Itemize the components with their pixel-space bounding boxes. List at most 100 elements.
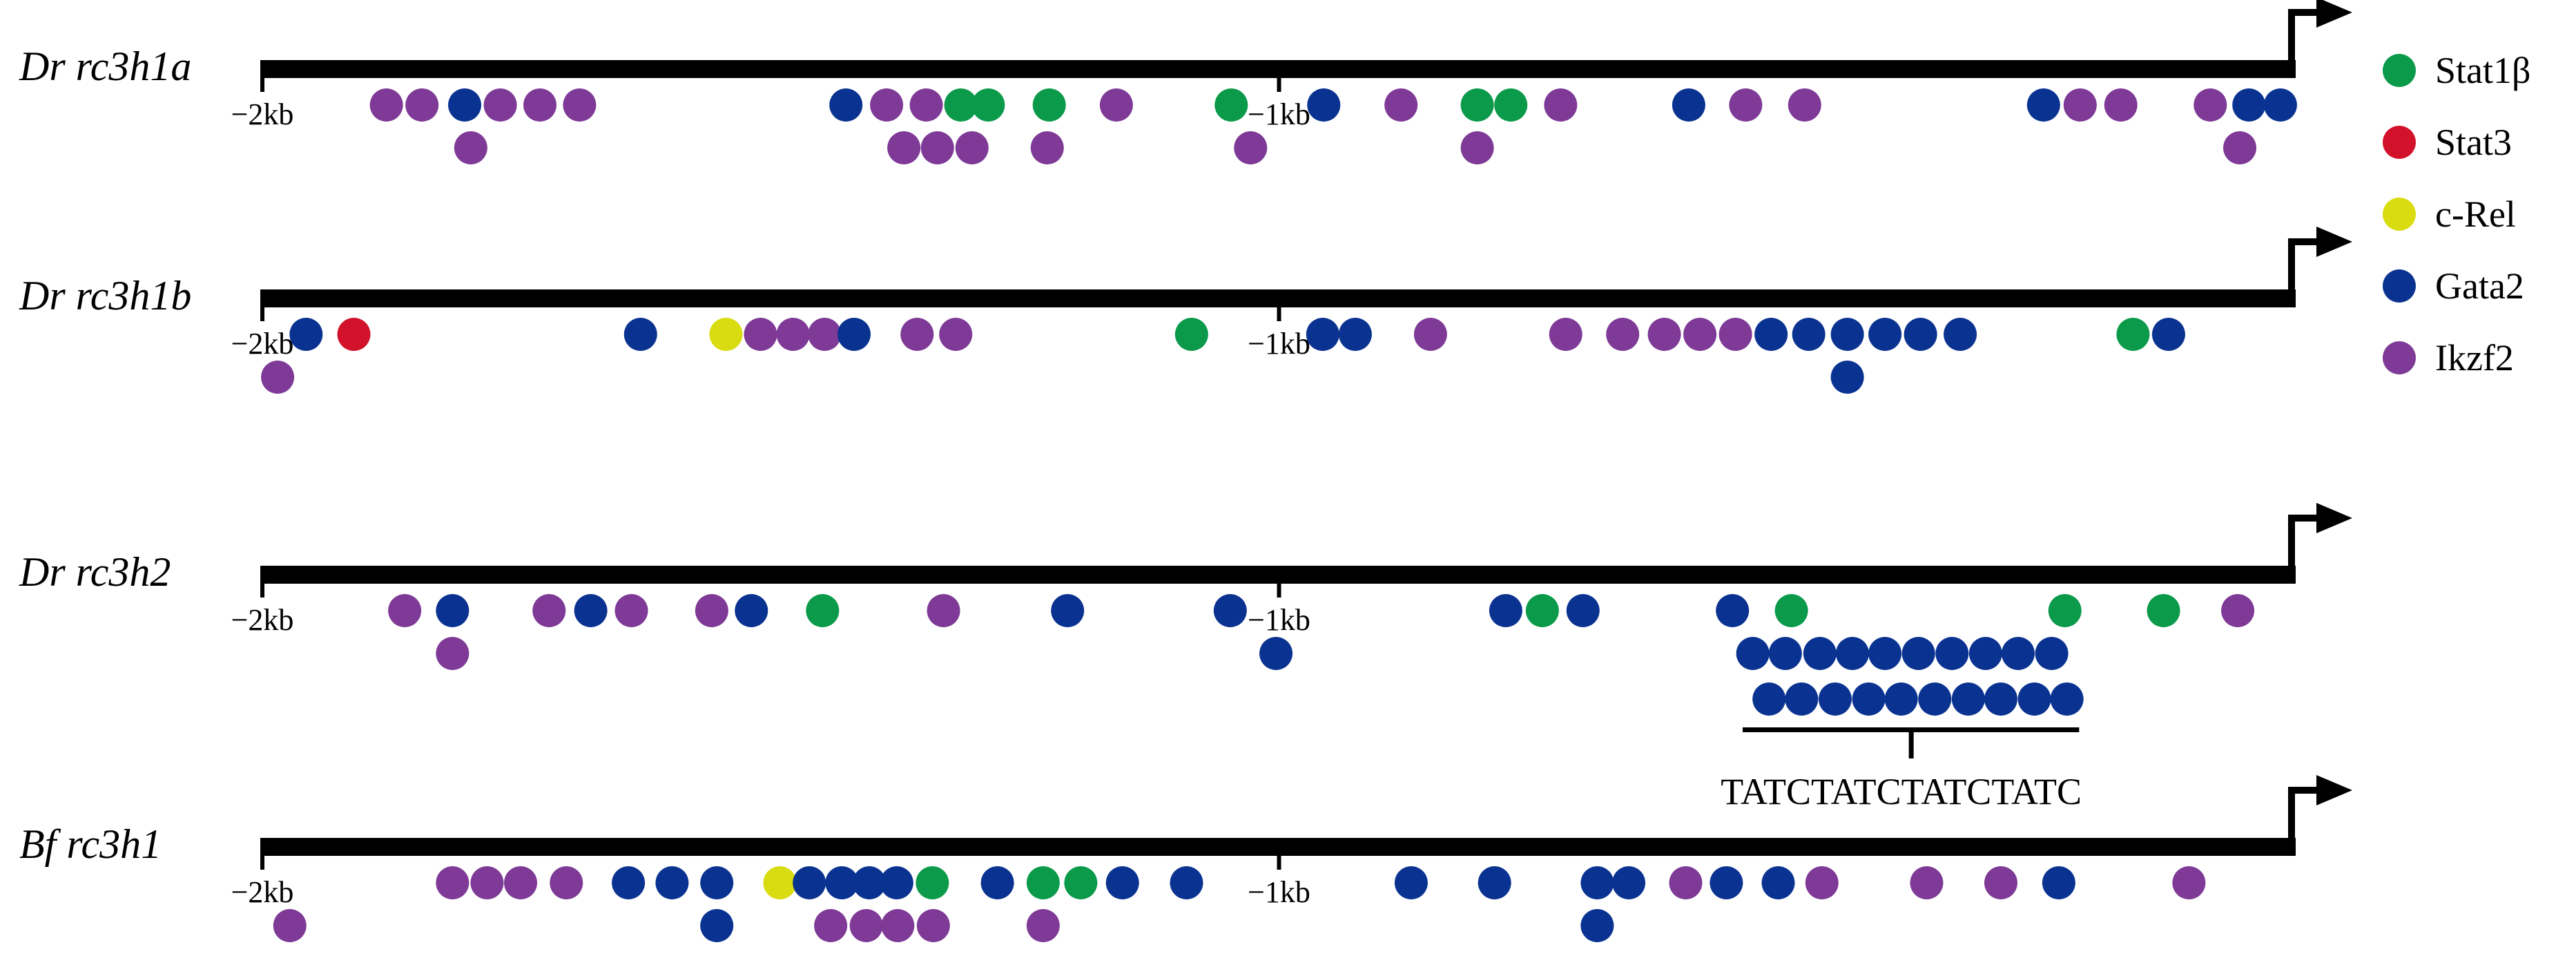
binding-site-gata2 — [1566, 594, 1600, 627]
binding-site-ikzf2 — [1729, 88, 1763, 122]
binding-site-gata2 — [1918, 682, 1952, 716]
binding-site-gata2 — [1051, 594, 1085, 627]
binding-site-gata2 — [1105, 866, 1139, 899]
binding-site-ikzf2 — [1234, 131, 1268, 164]
binding-site-ikzf2 — [1026, 909, 1060, 942]
binding-site-gata2 — [1835, 637, 1869, 670]
binding-site-gata2 — [1489, 594, 1522, 627]
binding-site-ikzf2 — [1544, 88, 1578, 122]
binding-site-ikzf2 — [532, 594, 566, 627]
binding-site-stat1b — [1460, 88, 1494, 122]
binding-site-ikzf2 — [1384, 88, 1418, 122]
binding-site-gata2 — [1612, 866, 1646, 899]
binding-site-stat1b — [1525, 594, 1559, 627]
binding-site-gata2 — [1830, 318, 1864, 351]
legend-swatch-c-rel — [2383, 198, 2416, 231]
binding-site-stat3 — [337, 318, 371, 351]
binding-site-ikzf2 — [920, 131, 954, 164]
binding-site-gata2 — [2042, 866, 2075, 899]
binding-site-ikzf2 — [454, 131, 487, 164]
binding-site-ikzf2 — [550, 866, 583, 899]
repeat-bracket-stem — [1908, 729, 1914, 758]
binding-site-gata2 — [1935, 637, 1969, 670]
binding-site-gata2 — [825, 866, 859, 899]
binding-site-gata2 — [2232, 88, 2266, 122]
binding-site-ikzf2 — [2223, 131, 2257, 164]
binding-site-stat1b — [1774, 594, 1808, 627]
binding-site-ikzf2 — [814, 909, 848, 942]
binding-site-gata2 — [1901, 637, 1935, 670]
binding-site-ikzf2 — [1718, 318, 1752, 351]
binding-site-stat1b — [2048, 594, 2082, 627]
tick-label: −2kb — [231, 875, 294, 909]
gene-name: Dr rc3h2 — [19, 549, 171, 595]
binding-site-gata2 — [793, 866, 826, 899]
binding-site-ikzf2 — [436, 637, 469, 670]
binding-site-gata2 — [1904, 318, 1937, 351]
binding-site-gata2 — [1884, 682, 1918, 716]
binding-site-ikzf2 — [909, 88, 943, 122]
binding-site-gata2 — [1984, 682, 2017, 716]
binding-site-gata2 — [2017, 682, 2051, 716]
legend-label: Ikzf2 — [2435, 337, 2514, 379]
binding-site-gata2 — [1754, 318, 1788, 351]
binding-site-stat1b — [944, 88, 978, 122]
binding-site-gata2 — [1761, 866, 1795, 899]
binding-site-gata2 — [1785, 682, 1819, 716]
binding-site-stat1b — [1214, 88, 1248, 122]
binding-site-ikzf2 — [504, 866, 538, 899]
binding-site-ikzf2 — [405, 88, 439, 122]
tick-label: −2kb — [231, 97, 294, 131]
binding-site-ikzf2 — [1788, 88, 1821, 122]
binding-site-ikzf2 — [261, 361, 295, 394]
tick-label: −2kb — [231, 327, 294, 361]
binding-site-gata2 — [1170, 866, 1203, 899]
binding-site-gata2 — [1768, 637, 1802, 670]
binding-site-gata2 — [1951, 682, 1985, 716]
binding-site-gata2 — [1868, 318, 1902, 351]
binding-site-ikzf2 — [436, 866, 469, 899]
binding-site-gata2 — [2026, 88, 2060, 122]
binding-site-ikzf2 — [1460, 131, 1494, 164]
binding-site-ikzf2 — [2221, 594, 2255, 627]
tss-arrowhead-icon — [2316, 775, 2352, 805]
binding-site-gata2 — [1213, 594, 1247, 627]
binding-site-ikzf2 — [470, 866, 504, 899]
tick-label: −1kb — [1248, 97, 1310, 131]
binding-site-ikzf2 — [808, 318, 842, 351]
binding-site-gata2 — [1478, 866, 1511, 899]
binding-site-gata2 — [612, 866, 646, 899]
binding-site-ikzf2 — [2104, 88, 2138, 122]
binding-site-gata2 — [448, 88, 482, 122]
binding-site-ikzf2 — [1984, 866, 2017, 899]
binding-site-ikzf2 — [388, 594, 422, 627]
binding-site-gata2 — [1868, 637, 1902, 670]
binding-site-ikzf2 — [955, 131, 989, 164]
legend-label: Stat3 — [2435, 122, 2512, 163]
tss-arrow-icon — [2288, 9, 2322, 78]
binding-site-gata2 — [1580, 909, 1614, 942]
binding-site-stat1b — [2116, 318, 2150, 351]
binding-site-gata2 — [980, 866, 1014, 899]
binding-site-ikzf2 — [939, 318, 973, 351]
binding-site-ikzf2 — [2194, 88, 2227, 122]
binding-site-ikzf2 — [1910, 866, 1944, 899]
binding-site-gata2 — [1394, 866, 1428, 899]
binding-site-ikzf2 — [563, 88, 597, 122]
binding-site-gata2 — [1830, 361, 1864, 394]
binding-site-gata2 — [1580, 866, 1614, 899]
binding-site-ikzf2 — [776, 318, 810, 351]
tick-label: −2kb — [231, 603, 294, 637]
binding-site-gata2 — [1307, 88, 1341, 122]
tick-mark — [260, 60, 264, 92]
tick-mark — [1277, 289, 1281, 321]
tick-mark — [260, 566, 264, 598]
legend-swatch-stat1b — [2383, 54, 2416, 87]
gene-name: Dr rc3h1a — [19, 44, 191, 89]
legend-swatch-stat3 — [2383, 126, 2416, 159]
binding-site-stat1b — [1026, 866, 1060, 899]
binding-site-ikzf2 — [2172, 866, 2206, 899]
binding-site-stat1b — [916, 866, 949, 899]
gene-track: Dr rc3h1b−2kb−1kb — [19, 227, 2352, 394]
